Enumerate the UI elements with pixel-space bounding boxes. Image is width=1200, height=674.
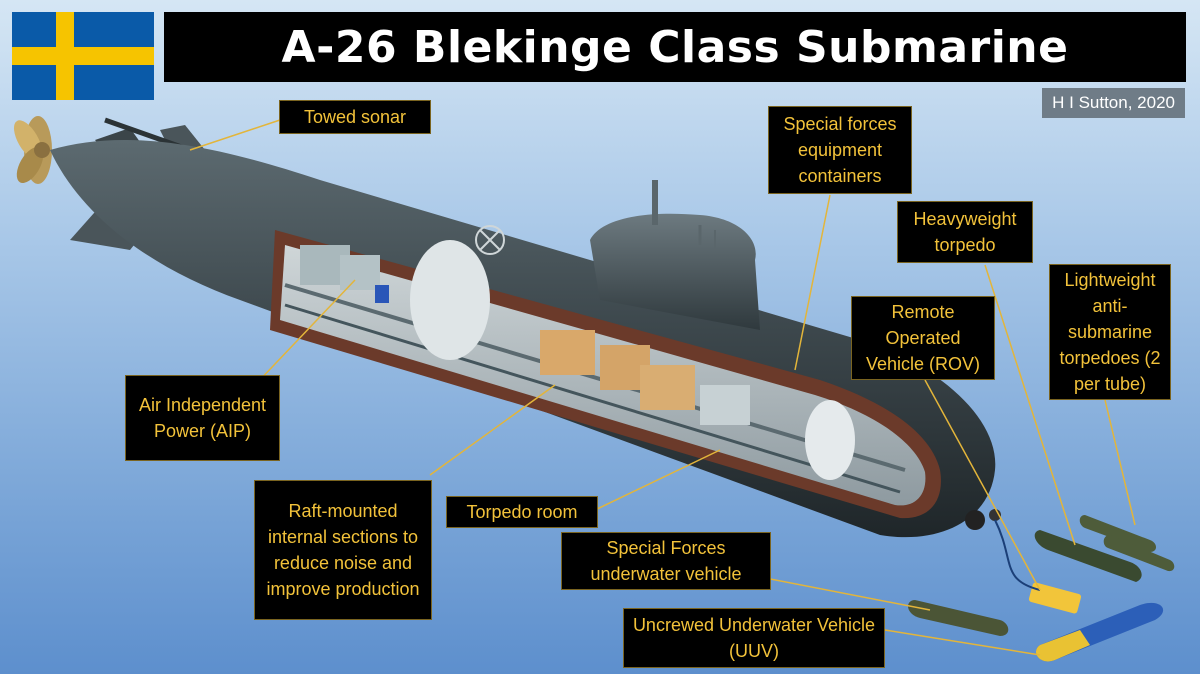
- label-text: Towed sonar: [303, 107, 407, 127]
- deck-line-lower: [284, 303, 901, 494]
- pressure-bulkhead: [410, 240, 490, 360]
- sf-underwater-vehicle: [908, 600, 1009, 636]
- lightweight-torpedoes: [1079, 515, 1175, 572]
- credit-text: H I Sutton, 2020: [1052, 93, 1175, 112]
- label-rov: Remote Operated Vehicle (ROV): [851, 296, 995, 380]
- label-towed-sonar: Towed sonar: [279, 100, 431, 134]
- aip-cylinders: [375, 285, 389, 303]
- label-text: Remote Operated Vehicle (ROV): [865, 302, 981, 374]
- label-text: Special Forces underwater vehicle: [590, 538, 742, 584]
- aip-module-2: [340, 255, 380, 290]
- swedish-flag-icon: [12, 12, 154, 100]
- heavyweight-torpedo: [1034, 530, 1142, 582]
- equipment-crate: [540, 330, 595, 375]
- label-text: Torpedo room: [466, 502, 578, 522]
- sail: [590, 213, 760, 330]
- forward-bulkhead: [805, 400, 855, 480]
- label-torpedo-room: Torpedo room: [446, 496, 598, 528]
- torpedo-rack: [700, 385, 750, 425]
- label-text: Air Independent Power (AIP): [138, 395, 267, 441]
- leader-lines: [189, 119, 1136, 656]
- label-uuv: Uncrewed Underwater Vehicle (UUV): [623, 608, 885, 668]
- label-text: Heavyweight torpedo: [913, 209, 1017, 255]
- label-text: Special forces equipment containers: [783, 114, 897, 186]
- title-text: A-26 Blekinge Class Submarine: [281, 21, 1069, 73]
- credit-badge: H I Sutton, 2020: [1042, 88, 1185, 118]
- label-text: Lightweight anti-submarine torpedoes (2 …: [1059, 270, 1161, 394]
- label-aip: Air Independent Power (AIP): [125, 375, 280, 461]
- label-sf-containers: Special forces equipment containers: [768, 106, 912, 194]
- label-text: Raft-mounted internal sections to reduce…: [266, 501, 420, 599]
- label-sf-underwater-vehicle: Special Forces underwater vehicle: [561, 532, 771, 590]
- page-title: A-26 Blekinge Class Submarine: [164, 12, 1186, 82]
- hull-marking: [475, 225, 505, 255]
- label-lightweight-torpedoes: Lightweight anti-submarine torpedoes (2 …: [1049, 264, 1171, 400]
- rov: [994, 519, 1082, 614]
- equipment-crate-3: [640, 365, 695, 410]
- propeller: [14, 116, 52, 184]
- deck-line: [284, 283, 906, 472]
- label-heavyweight-torpedo: Heavyweight torpedo: [897, 201, 1033, 263]
- label-text: Uncrewed Underwater Vehicle (UUV): [632, 615, 876, 661]
- label-raft-mounted: Raft-mounted internal sections to reduce…: [254, 480, 432, 620]
- torpedo-tube: [965, 510, 985, 530]
